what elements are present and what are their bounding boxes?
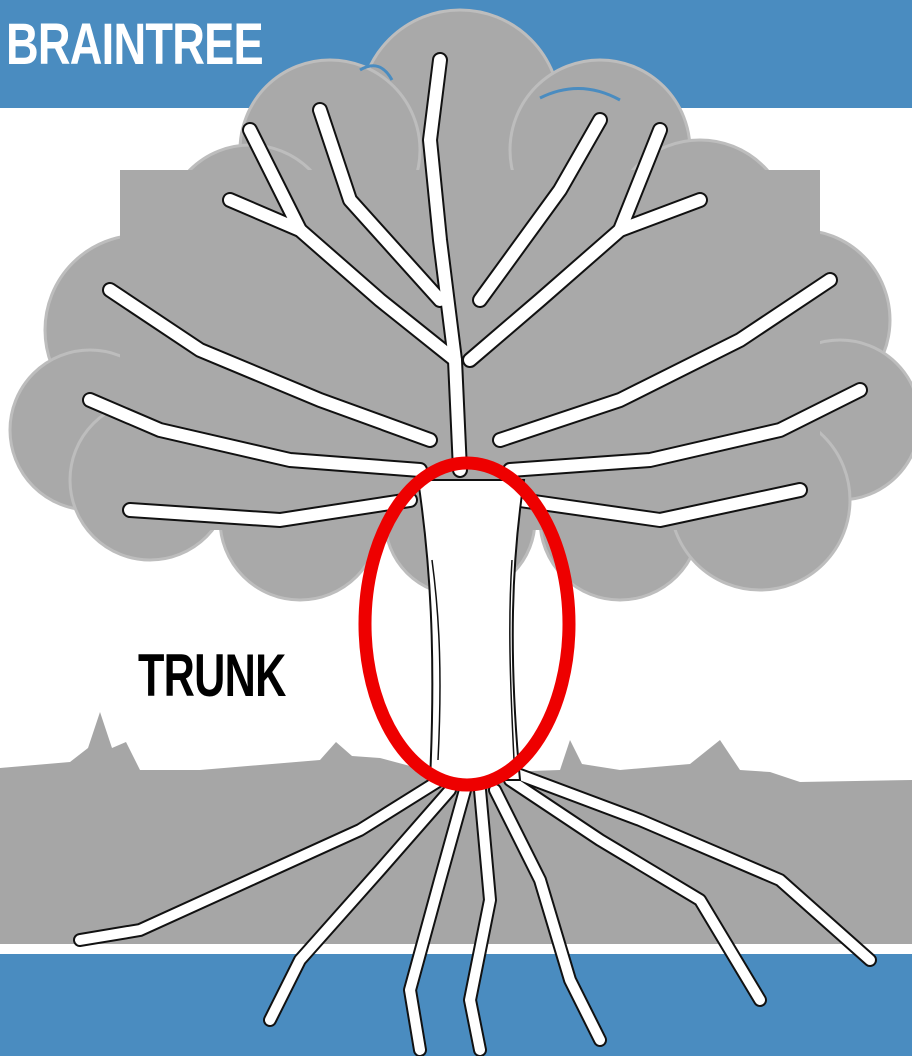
trunk (418, 480, 524, 780)
bottom-band (0, 954, 912, 1056)
trunk-label: TRUNK (138, 636, 286, 716)
brand-title: BRAINTREE (6, 8, 263, 82)
